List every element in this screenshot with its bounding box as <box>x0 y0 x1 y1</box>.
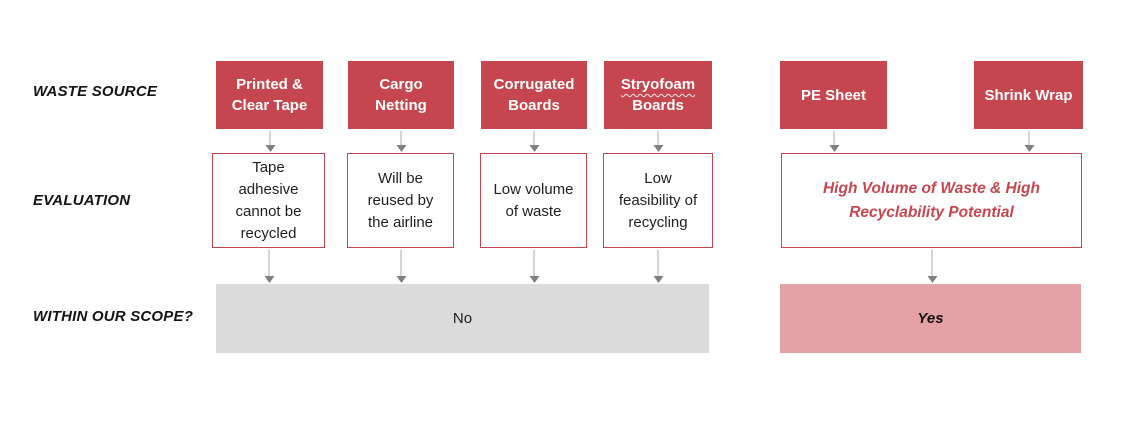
source-box-corrugated-boards: Corrugated Boards <box>481 61 587 129</box>
down-arrow-icon <box>529 250 540 283</box>
eval-box-corrugated: Low volume of waste <box>480 153 587 248</box>
row-label-evaluation: EVALUATION <box>33 192 131 209</box>
down-arrow-icon <box>529 131 540 152</box>
source-box-shrink-wrap: Shrink Wrap <box>974 61 1083 129</box>
down-arrow-icon <box>396 131 407 152</box>
eval-box-styrofoam: Low feasibility of recycling <box>603 153 713 248</box>
down-arrow-icon <box>653 131 664 152</box>
scope-box-no: No <box>216 284 709 353</box>
down-arrow-icon <box>653 250 664 283</box>
eval-box-pe-shrink: High Volume of Waste & High Recyclabilit… <box>781 153 1082 248</box>
down-arrow-icon <box>265 131 276 152</box>
styrofoam-label-rest: Boards <box>632 97 684 114</box>
scope-box-yes: Yes <box>780 284 1081 353</box>
eval-box-tape: Tape adhesive cannot be recycled <box>212 153 325 248</box>
eval-box-cargo: Will be reused by the airline <box>347 153 454 248</box>
source-box-printed-clear-tape: Printed & Clear Tape <box>216 61 323 129</box>
source-box-pe-sheet: PE Sheet <box>780 61 887 129</box>
row-label-waste-source: WASTE SOURCE <box>33 83 158 100</box>
source-box-cargo-netting: Cargo Netting <box>348 61 454 129</box>
row-label-scope: WITHIN OUR SCOPE? <box>33 308 194 325</box>
down-arrow-icon <box>927 250 938 283</box>
down-arrow-icon <box>264 250 275 283</box>
down-arrow-icon <box>396 250 407 283</box>
down-arrow-icon <box>829 131 840 152</box>
down-arrow-icon <box>1024 131 1035 152</box>
misspelled-word: Stryofoam <box>620 76 696 93</box>
